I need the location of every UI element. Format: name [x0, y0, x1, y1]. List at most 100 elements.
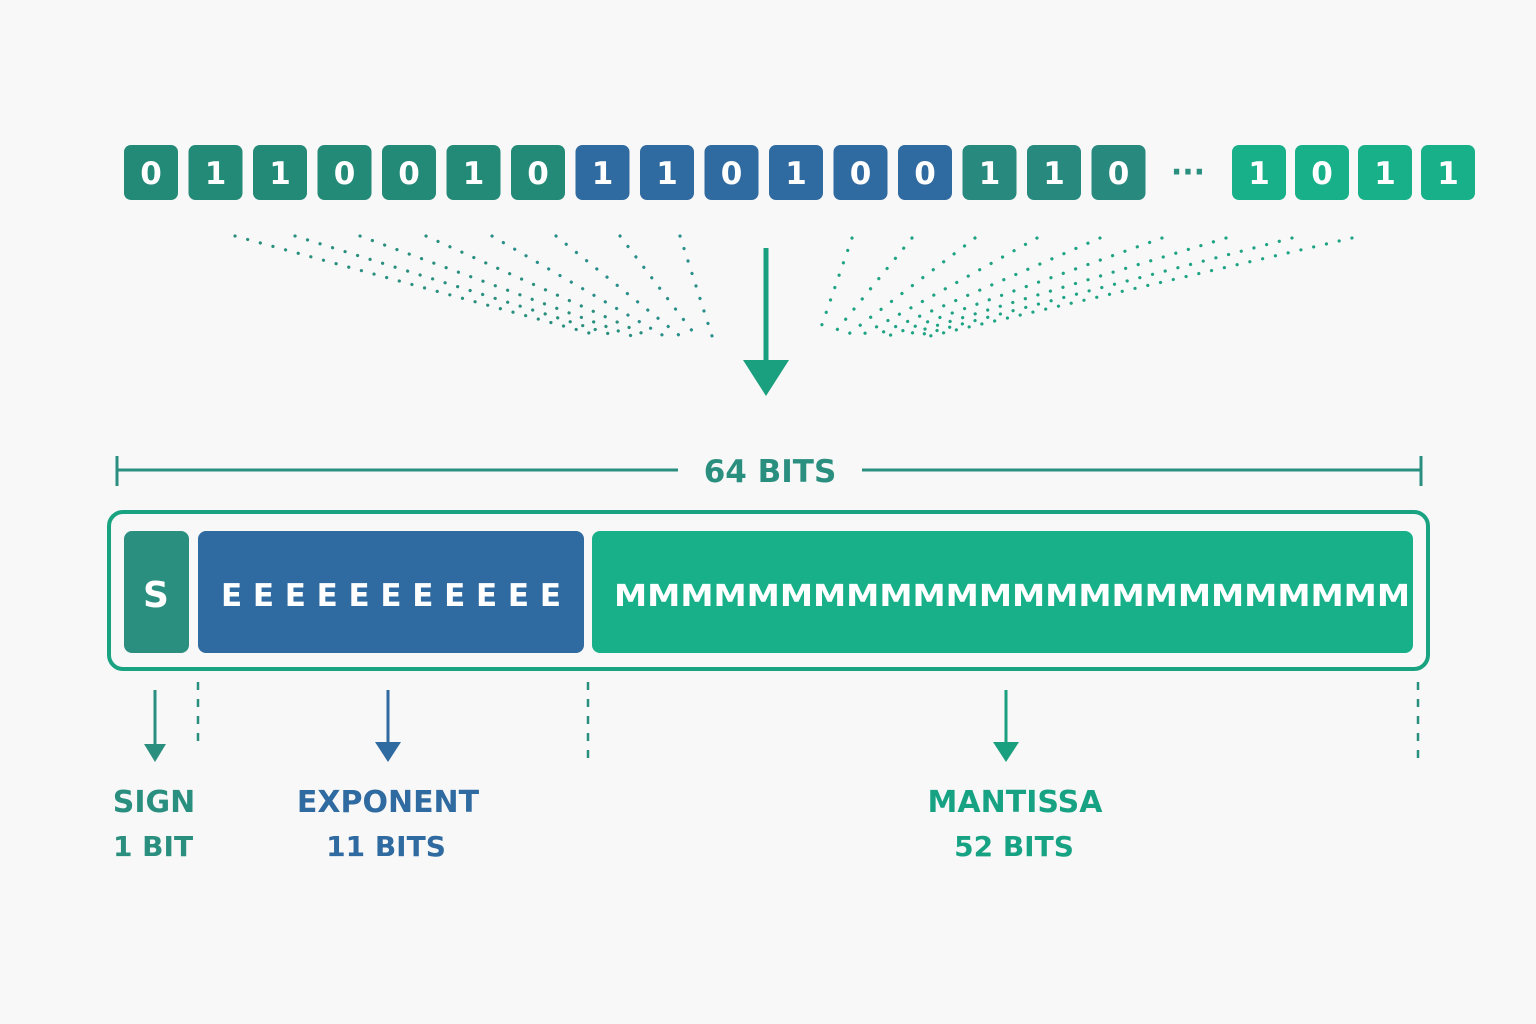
sign-field-symbol: S	[143, 575, 169, 616]
mantissa-field-symbols: MMMMMMMMMMMMMMMMMMMMMMMM	[614, 579, 1410, 614]
exponent-label: EXPONENT	[297, 785, 480, 820]
bit-tile-12: 0	[898, 145, 952, 200]
sign-label: SIGN	[113, 785, 196, 820]
sign-bit-count: 1 BIT	[113, 830, 193, 863]
bit-tile-value: 0	[1108, 156, 1130, 192]
bit-tile-box	[640, 145, 694, 200]
bit-tile-8: 1	[640, 145, 694, 200]
bit-tile-box	[769, 145, 823, 200]
bit-tile-box	[124, 145, 178, 200]
tail-bit-tile-box	[1421, 145, 1475, 200]
mantissa-bit-count: 52 BITS	[954, 830, 1074, 863]
mantissa-label: MANTISSA	[928, 785, 1104, 820]
bit-tile-value: 0	[914, 156, 936, 192]
tail-bit-tile-2: 1	[1358, 145, 1412, 200]
bit-tile-value: 1	[592, 156, 614, 192]
tail-bit-tile-value: 1	[1374, 156, 1396, 192]
tail-bit-tile-value: 1	[1248, 156, 1270, 192]
left-dotted-line-6	[618, 234, 698, 338]
sign-field-box	[124, 531, 189, 653]
bit-tile-13: 1	[962, 145, 1017, 200]
sign-arrow-icon	[144, 690, 166, 762]
left-dotted-line-4	[490, 234, 666, 338]
tail-bit-tile-box	[1358, 145, 1412, 200]
bit-tile-14: 1	[1027, 145, 1081, 200]
bit-tile-box	[1091, 145, 1146, 200]
bit-tile-value: 0	[527, 156, 549, 192]
bit-tile-value: 1	[269, 156, 291, 192]
exponent-arrow-icon	[375, 690, 401, 762]
bit-tile-value: 1	[656, 156, 678, 192]
width-dimension-line	[115, 456, 1423, 486]
bit-tile-value: 1	[785, 156, 807, 192]
bit-tile-2: 1	[253, 145, 307, 200]
width-label: 64 BITS	[704, 454, 837, 490]
right-dotted-line-7	[914, 236, 1294, 338]
exponent-bit-count: 11 BITS	[326, 830, 446, 863]
bit-tile-box	[1027, 145, 1081, 200]
bit-tile-value: 0	[721, 156, 743, 192]
bit-stream-tail: 1 0 1 1	[1232, 145, 1475, 200]
exponent-field-box	[198, 531, 584, 653]
tail-bit-tile-value: 1	[1437, 156, 1459, 192]
bit-tile-box	[962, 145, 1017, 200]
bit-tile-9: 0	[704, 145, 759, 200]
tail-bit-tile-value: 0	[1311, 156, 1333, 192]
conversion-arrow-icon	[743, 248, 789, 396]
bit-tile-value: 1	[979, 156, 1001, 192]
bit-tile-box	[511, 145, 565, 200]
tail-bit-tile-1: 0	[1295, 145, 1349, 200]
right-dotted-line-1	[830, 236, 914, 338]
left-dotted-line-2	[358, 234, 634, 338]
bit-tile-box	[382, 145, 436, 200]
right-dotted-line-4	[872, 236, 1102, 338]
bit-tile-value: 1	[463, 156, 485, 192]
bit-tile-value: 0	[140, 156, 162, 192]
tail-bit-tile-box	[1295, 145, 1349, 200]
bit-tile-box	[446, 145, 501, 200]
bit-tile-10: 1	[769, 145, 823, 200]
field-boundary-markers	[196, 682, 1420, 758]
bit-tile-box	[253, 145, 307, 200]
double-precision-container	[107, 510, 1430, 671]
bit-tile-1: 1	[188, 145, 243, 200]
tail-bit-tile-0: 1	[1232, 145, 1286, 200]
bit-tile-3: 0	[317, 145, 372, 200]
bit-tile-box	[317, 145, 372, 200]
bit-tile-box	[833, 145, 888, 200]
bit-tile-value: 1	[1043, 156, 1065, 192]
bit-tile-box	[898, 145, 952, 200]
exponent-field-symbols: EEEEEEEEEEE	[221, 578, 561, 614]
tail-bit-tile-3: 1	[1421, 145, 1475, 200]
right-dotted-line-0	[816, 236, 854, 338]
left-dotted-line-7	[678, 234, 714, 338]
left-dotted-line-5	[554, 234, 682, 338]
mantissa-field-box	[592, 531, 1413, 653]
bit-tile-value: 0	[334, 156, 356, 192]
right-dotted-line-5	[886, 236, 1164, 338]
tail-bit-tile-box	[1232, 145, 1286, 200]
bit-tile-6: 0	[511, 145, 565, 200]
bit-tile-value: 0	[850, 156, 872, 192]
bit-stream-ellipsis: ···	[1171, 155, 1205, 190]
left-dotted-line-0	[233, 234, 602, 338]
bit-tile-4: 0	[382, 145, 436, 200]
left-dotted-line-1	[293, 234, 618, 338]
bit-tile-box	[704, 145, 759, 200]
bit-tile-0: 0	[124, 145, 178, 200]
bit-tile-5: 1	[446, 145, 501, 200]
converging-dotted-lines	[233, 234, 1354, 338]
right-dotted-line-8	[928, 236, 1354, 338]
bit-tile-box	[575, 145, 630, 200]
bit-tile-11: 0	[833, 145, 888, 200]
right-dotted-line-2	[844, 236, 977, 338]
bit-tile-7: 1	[575, 145, 630, 200]
bit-tile-15: 0	[1091, 145, 1146, 200]
bit-tile-box	[188, 145, 243, 200]
left-dotted-line-3	[424, 234, 650, 338]
mantissa-arrow-icon	[993, 690, 1019, 762]
right-dotted-line-6	[900, 236, 1228, 338]
